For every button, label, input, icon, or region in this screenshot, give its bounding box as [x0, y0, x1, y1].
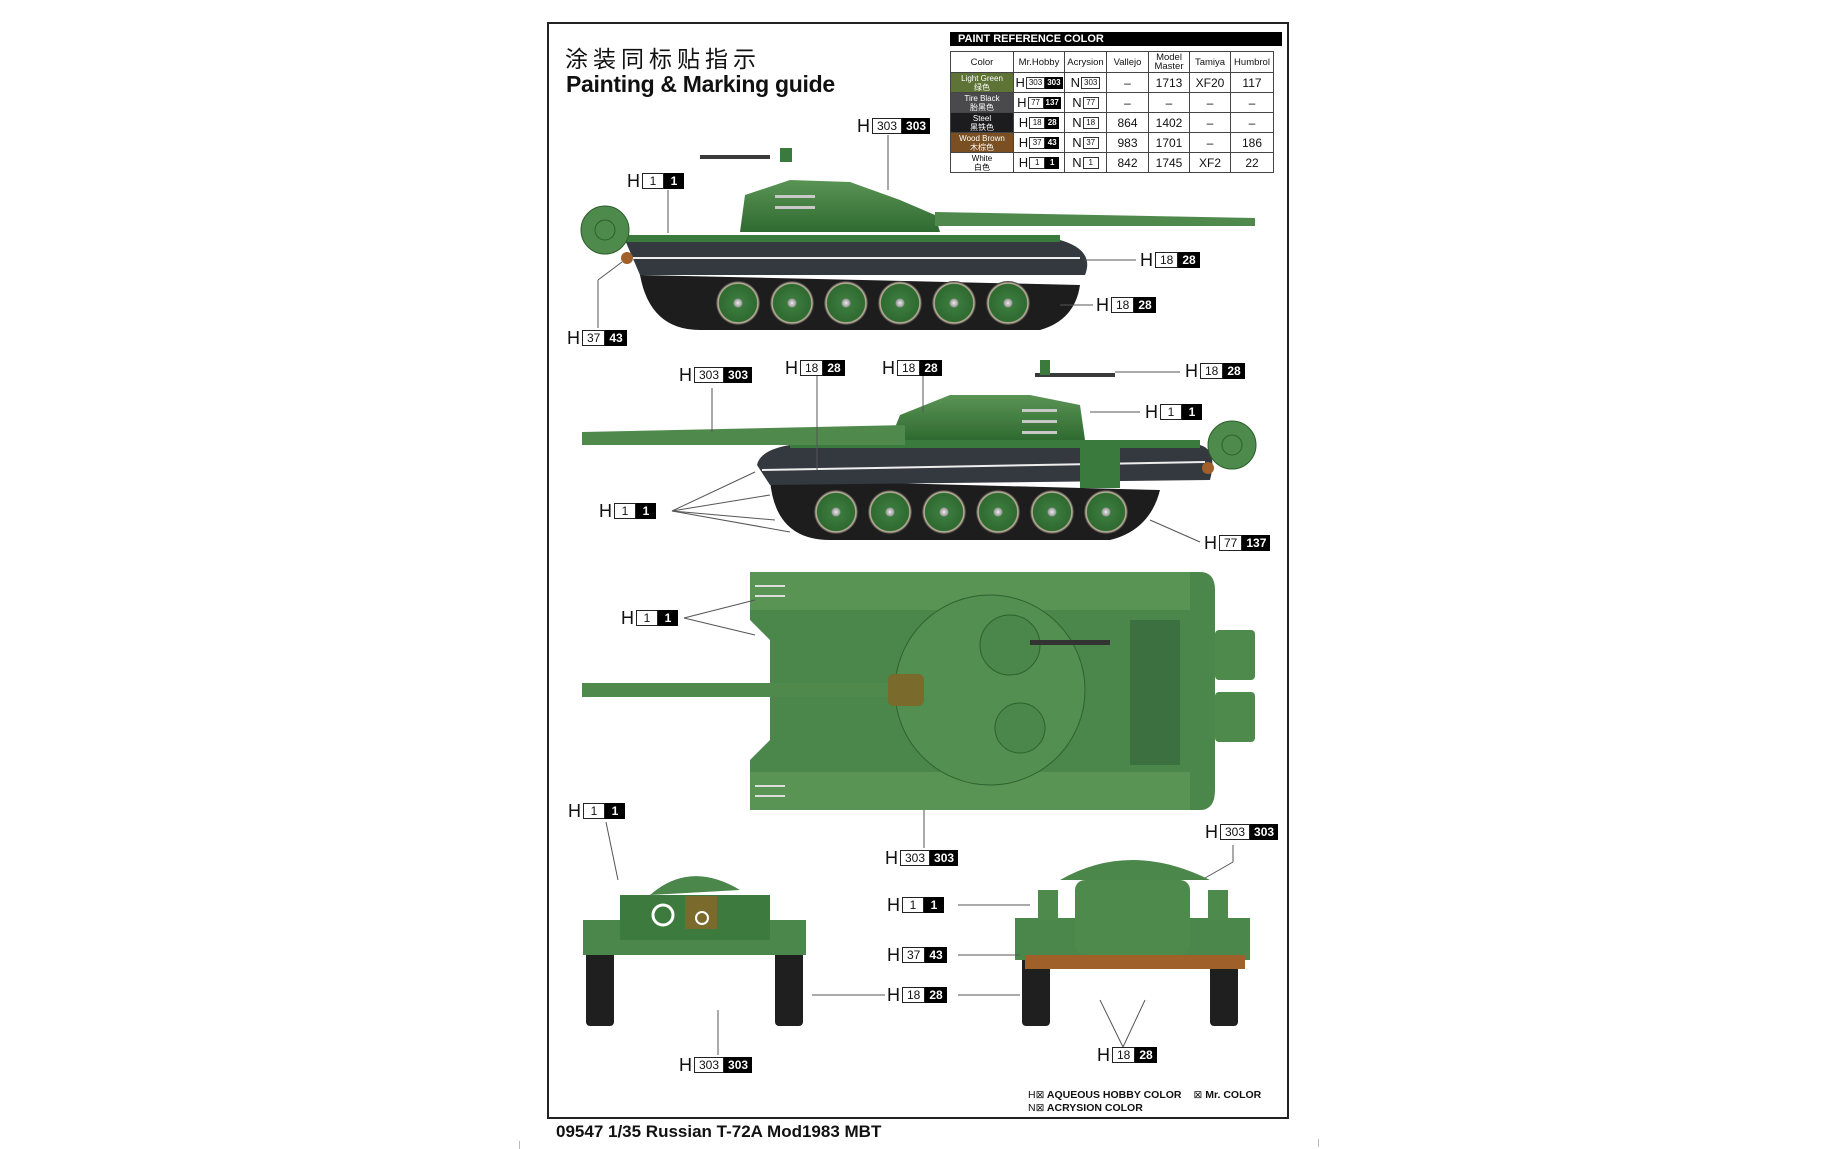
aqueous-symbol-icon: H⊠	[1028, 1089, 1045, 1101]
humbrol-code: 117	[1230, 72, 1274, 93]
model-master-code: 1745	[1148, 152, 1190, 173]
page-title-chinese: 涂装同标贴指示	[565, 47, 761, 73]
header-model-master: Model Master	[1148, 51, 1190, 73]
vallejo-code: 983	[1106, 132, 1149, 153]
acrysion-symbol-icon: N⊠	[1028, 1102, 1045, 1114]
color-legend: H⊠ AQUEOUS HOBBY COLOR ⊠ Mr. COLOR N⊠ AC…	[1028, 1089, 1262, 1114]
header-vallejo: Vallejo	[1106, 51, 1149, 73]
tamiya-code: –	[1189, 112, 1231, 133]
paint-table-title: PAINT REFERENCE COLOR	[950, 32, 1282, 46]
header-mr-hobby: Mr.Hobby	[1013, 51, 1065, 73]
tamiya-code: XF2	[1189, 152, 1231, 173]
vallejo-code: –	[1106, 92, 1149, 113]
model-master-code: 1402	[1148, 112, 1190, 133]
page-title: Painting & Marking guide	[566, 71, 835, 97]
humbrol-code: 22	[1230, 152, 1274, 173]
header-humbrol: Humbrol	[1230, 51, 1274, 73]
vallejo-code: 864	[1106, 112, 1149, 133]
header-color: Color	[950, 51, 1014, 73]
tamiya-code: XF20	[1189, 72, 1231, 93]
vallejo-code: 842	[1106, 152, 1149, 173]
crop-mark	[519, 1141, 520, 1149]
humbrol-code: –	[1230, 112, 1274, 133]
mr-color-symbol-icon: ⊠	[1193, 1089, 1203, 1101]
header-acrysion: Acrysion	[1064, 51, 1107, 73]
paint-reference-table: Color Mr.Hobby Acrysion Vallejo Model Ma…	[950, 51, 1274, 173]
humbrol-code: 186	[1230, 132, 1274, 153]
tamiya-code: –	[1189, 132, 1231, 153]
humbrol-code: –	[1230, 92, 1274, 113]
tamiya-code: –	[1189, 92, 1231, 113]
header-tamiya: Tamiya	[1189, 51, 1231, 73]
model-master-code: 1701	[1148, 132, 1190, 153]
model-master-code: 1713	[1148, 72, 1190, 93]
model-master-code: –	[1148, 92, 1190, 113]
crop-mark	[1318, 1139, 1319, 1147]
table-header-row: Color Mr.Hobby Acrysion Vallejo Model Ma…	[950, 51, 1274, 73]
product-footer: 09547 1/35 Russian T-72A Mod1983 MBT	[556, 1122, 882, 1141]
vallejo-code: –	[1106, 72, 1149, 93]
